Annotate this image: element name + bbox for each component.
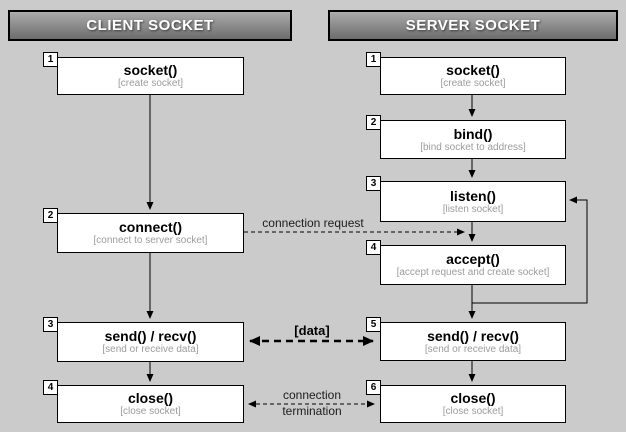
step-subtitle: [close socket] xyxy=(120,406,181,417)
server-step-close: 6 close() [close socket] xyxy=(366,380,566,423)
step-subtitle: [send or receive data] xyxy=(424,343,522,355)
arrow-loop-accept-to-listen xyxy=(472,196,588,304)
client-step-send-recv: 3 send() / recv() [send or receive data] xyxy=(43,317,244,362)
step-subtitle: [listen socket] xyxy=(442,203,504,215)
server-step-send-recv: 5 send() / recv() [send or receive data] xyxy=(366,317,566,361)
client-socket-header: CLIENT SOCKET xyxy=(8,10,292,41)
step-subtitle: [create socket] xyxy=(117,78,184,89)
step-number-badge: 2 xyxy=(366,115,381,130)
step-title: bind() xyxy=(453,125,493,142)
step-subtitle: [close socket] xyxy=(442,406,504,417)
client-step-close: 4 close() [close socket] xyxy=(43,380,244,423)
step-title: socket() xyxy=(123,62,178,78)
server-step-socket: 1 socket() [create socket] xyxy=(366,52,566,95)
step-subtitle: [connect to server socket] xyxy=(93,235,208,246)
step-title: socket() xyxy=(446,62,500,78)
step-subtitle: [accept request and create socket] xyxy=(396,267,550,278)
step-number-badge: 3 xyxy=(366,176,381,191)
step-number-badge: 3 xyxy=(43,317,58,332)
step-title: close() xyxy=(127,390,174,406)
step-subtitle: [send or receive data] xyxy=(102,344,199,355)
server-socket-header: SERVER SOCKET xyxy=(328,10,618,41)
server-step-listen: 3 listen() [listen socket] xyxy=(366,176,566,222)
step-title: connect() xyxy=(119,219,182,235)
step-title: send() / recv() xyxy=(427,327,519,344)
step-title: close() xyxy=(450,390,496,406)
step-number-badge: 2 xyxy=(43,208,58,223)
step-title: send() / recv() xyxy=(104,328,197,344)
server-step-bind: 2 bind() [bind socket to address] xyxy=(366,115,566,159)
step-number-badge: 5 xyxy=(366,317,381,332)
connection-request-label: connection request xyxy=(262,216,364,230)
step-number-badge: 4 xyxy=(43,380,58,395)
step-subtitle: [create socket] xyxy=(440,78,506,89)
client-step-socket: 1 socket() [create socket] xyxy=(43,52,244,95)
data-label: [data] xyxy=(294,323,330,338)
step-title: accept() xyxy=(446,251,500,267)
step-number-badge: 1 xyxy=(43,52,58,67)
step-number-badge: 1 xyxy=(366,52,381,67)
client-step-connect: 2 connect() [connect to server socket] xyxy=(43,208,244,253)
step-title: listen() xyxy=(450,187,496,204)
step-number-badge: 6 xyxy=(366,380,381,395)
step-subtitle: [bind socket to address] xyxy=(420,141,526,153)
step-number-badge: 4 xyxy=(366,240,381,255)
server-step-accept: 4 accept() [accept request and create so… xyxy=(366,240,566,285)
connection-termination-label: connection termination xyxy=(282,388,342,418)
